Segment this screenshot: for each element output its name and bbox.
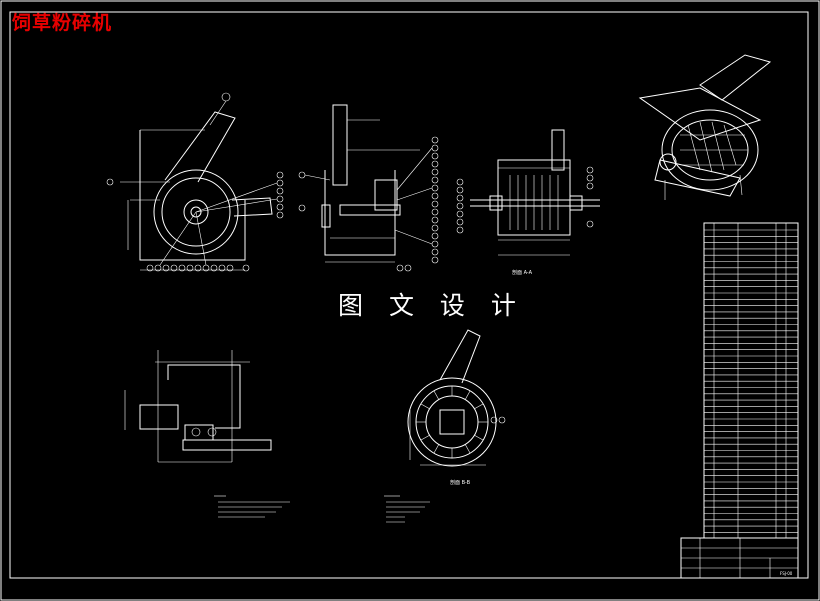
technical-notes-right bbox=[384, 495, 430, 523]
rotor-view-caption: 剖面 B-B bbox=[450, 479, 471, 486]
drawing-number: FSJ-00 bbox=[780, 571, 793, 576]
drawing-title: 饲草粉碎机 bbox=[12, 12, 113, 34]
parts-list-table bbox=[703, 222, 799, 539]
plan-view bbox=[124, 350, 272, 463]
isometric-view bbox=[638, 54, 772, 200]
title-block: FSJ-00 bbox=[680, 537, 799, 579]
watermark-text: 图 文 设 计 bbox=[338, 291, 525, 320]
section-view: 剖面 A-A bbox=[456, 129, 600, 276]
sheet-inner-border bbox=[9, 11, 809, 579]
section-view-caption: 剖面 A-A bbox=[512, 269, 533, 276]
rotor-view: 剖面 B-B bbox=[407, 329, 506, 486]
front-view bbox=[106, 92, 284, 272]
technical-notes-left bbox=[214, 495, 290, 518]
side-view bbox=[298, 104, 439, 272]
